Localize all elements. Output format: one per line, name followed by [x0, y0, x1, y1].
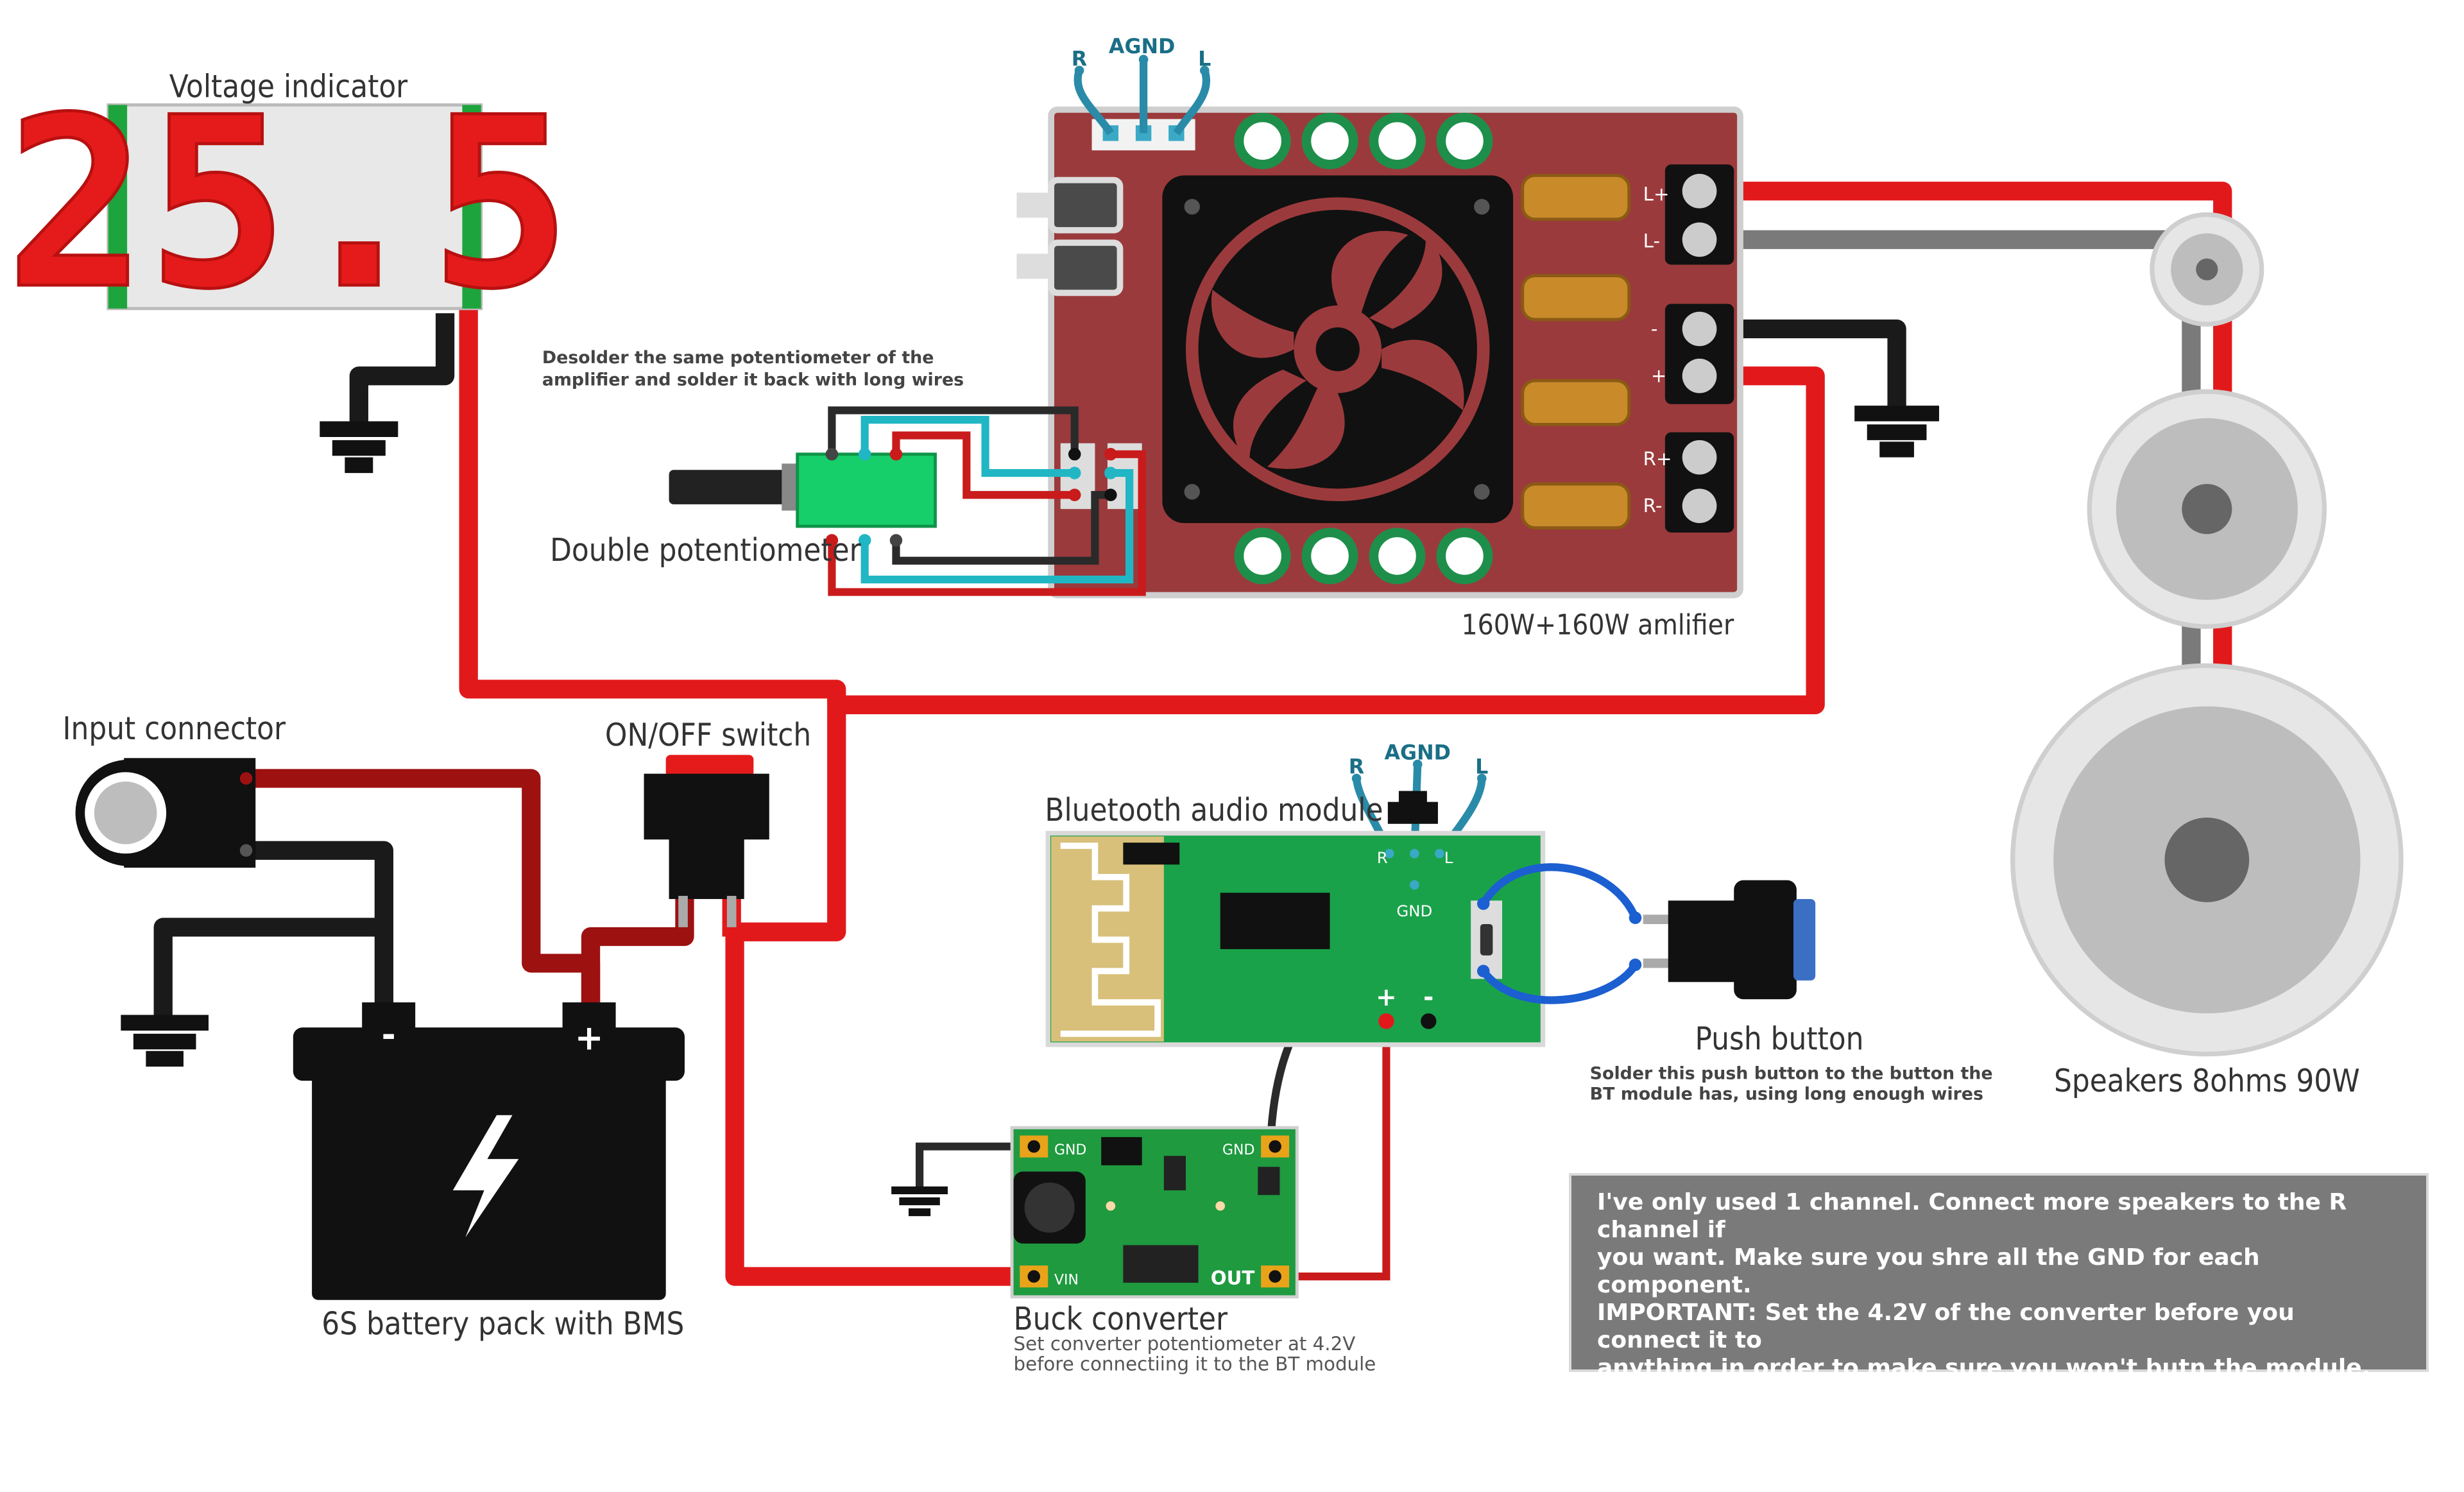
- wire-switch-to-battery: [581, 896, 694, 1018]
- bt-module-label: Bluetooth audio module: [1045, 792, 1383, 828]
- push-note-line-2: BT module has, using long enough wires: [1590, 1084, 1983, 1104]
- double-pot-label: Double potentiometer: [550, 532, 862, 569]
- push-note-line-1: Solder this push button to the button th…: [1590, 1064, 1993, 1084]
- info-line: you want. Make sure you shre all the GND…: [1597, 1244, 2260, 1298]
- ground-icon: [891, 1186, 948, 1217]
- pot-wires: [828, 406, 1146, 596]
- buck-pin-out: OUT: [1211, 1267, 1255, 1289]
- info-line: IMPORTANT: Set the 4.2V of the converter…: [1597, 1299, 2295, 1353]
- bt-pin-agnd: AGND: [1384, 742, 1450, 765]
- bt-power-minus: -: [1423, 983, 1433, 1012]
- info-line: anything in order to make sure you won't…: [1597, 1355, 2371, 1381]
- info-line: You'll need a power supply of EXACTLY 25…: [1597, 1382, 2383, 1436]
- lightning-bolt-icon: [452, 1115, 519, 1238]
- buck-pin-gnd-in: GND: [1054, 1142, 1086, 1158]
- pot-note-line-2: amplifier and solder it back with long w…: [542, 370, 964, 390]
- voltage-indicator: 25.5: [4, 66, 573, 343]
- amp-pin-r-plus: R+: [1643, 448, 1672, 470]
- battery-plus-label: +: [575, 1017, 604, 1058]
- push-button: [1643, 880, 1816, 1000]
- buck-note-line-2: before connectiing it to the BT module: [1014, 1353, 1376, 1375]
- buck-label: Buck converter: [1014, 1301, 1229, 1337]
- amp-pin-plus: +: [1651, 365, 1667, 387]
- wire-amp-gnd: [1713, 319, 1906, 411]
- info-line: connected to the input connector in orde…: [1597, 1437, 2328, 1491]
- info-line: I've only used 1 channel. Connect more s…: [1597, 1189, 2347, 1243]
- bluetooth-module: [1045, 791, 1546, 1047]
- bt-pin-r: R: [1349, 756, 1364, 779]
- ground-icon: [320, 421, 398, 474]
- amp-pin-r-minus: R-: [1643, 495, 1663, 517]
- push-button-wires: [1476, 863, 1642, 1004]
- bt-pin-l: L: [1475, 756, 1488, 779]
- fan-icon: [1185, 197, 1490, 502]
- battery-minus-label: -: [382, 1014, 396, 1054]
- voltage-indicator-label: Voltage indicator: [169, 68, 408, 105]
- ground-icon: [1854, 406, 1939, 458]
- info-note-box: I've only used 1 channel. Connect more s…: [1569, 1173, 2429, 1491]
- amp-pin-r: R: [1072, 48, 1087, 71]
- buck-pin-vin: VIN: [1054, 1272, 1079, 1288]
- bt-small-pin-l: L: [1444, 848, 1453, 867]
- amp-pin-l-minus: L-: [1643, 230, 1660, 252]
- wire-input-plus: [249, 769, 601, 1018]
- wire-indicator-gnd: [349, 313, 455, 426]
- amp-pin-l-plus: L+: [1643, 183, 1670, 205]
- input-connector-label: Input connector: [63, 710, 286, 747]
- double-potentiometer: [669, 448, 937, 547]
- bt-small-pin-gnd: GND: [1396, 902, 1432, 920]
- onoff-switch: [644, 755, 769, 927]
- wire-buck-out-to-bt: [1283, 1021, 1390, 1281]
- onoff-switch-label: ON/OFF switch: [605, 717, 811, 753]
- buck-pin-gnd-out: GND: [1222, 1142, 1254, 1158]
- wire-indicator-to-buck-vin: [459, 305, 1017, 1286]
- wiring-diagram: 25.5 Voltage indicator: [4, 35, 2404, 1375]
- wire-battery-gnd: [153, 918, 384, 1018]
- amp-pin-l: L: [1198, 48, 1211, 71]
- battery-pack: [293, 1002, 685, 1300]
- buck-converter: [1010, 1126, 1299, 1299]
- speakers: [2010, 212, 2404, 1057]
- bt-small-pin-r: R: [1377, 848, 1388, 867]
- amp-pin-agnd: AGND: [1109, 35, 1175, 58]
- amp-audio-wires: [1074, 55, 1211, 135]
- battery-label: 6S battery pack with BMS: [321, 1305, 684, 1342]
- pot-note-line-1: Desolder the same potentiometer of the: [542, 348, 934, 368]
- amplifier-board: [1016, 106, 1743, 599]
- bt-power-plus: +: [1376, 983, 1397, 1012]
- input-connector: [75, 758, 256, 868]
- buck-note-line-1: Set converter potentiometer at 4.2V: [1014, 1333, 1356, 1355]
- voltage-readout: 25.5: [6, 67, 572, 341]
- amp-pin-minus: -: [1651, 318, 1658, 339]
- wire-switch-to-amp-plus: [836, 366, 1825, 714]
- wire-buck-gnd: [915, 1142, 1029, 1188]
- push-button-label: Push button: [1695, 1020, 1864, 1057]
- ground-icon: [121, 1015, 209, 1067]
- wire-input-minus: [249, 841, 394, 1018]
- speakers-label: Speakers 8ohms 90W: [2054, 1063, 2360, 1099]
- amplifier-label: 160W+160W amlifier: [1461, 608, 1734, 641]
